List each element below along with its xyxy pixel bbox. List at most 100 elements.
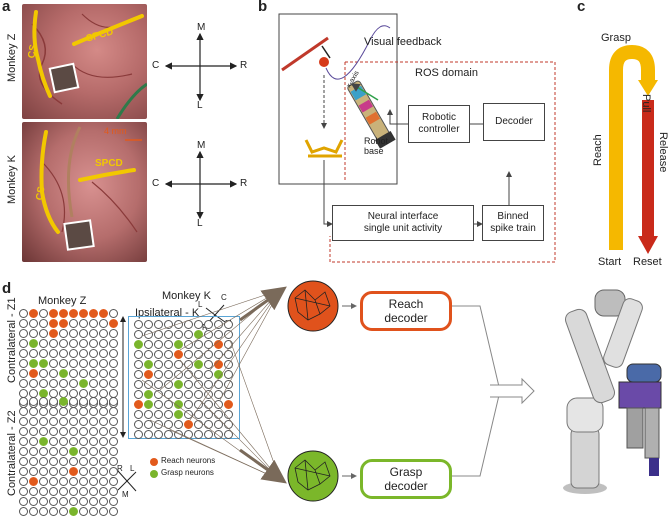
reach-neuron-electrode [58, 318, 68, 328]
electrode [18, 416, 28, 426]
electrode [38, 416, 48, 426]
reach-label-c: Reach [592, 134, 604, 166]
electrode [48, 348, 58, 358]
electrode [213, 329, 223, 339]
electrode [88, 426, 98, 436]
electrode [133, 429, 143, 439]
reach-neuron-electrode [213, 359, 223, 369]
electrode [193, 419, 203, 429]
electrode [98, 396, 108, 406]
electrode [68, 396, 78, 406]
electrode [38, 446, 48, 456]
electrode [98, 486, 108, 496]
electrode [153, 329, 163, 339]
electrode [173, 429, 183, 439]
electrode [108, 436, 118, 446]
compass-small-z [117, 470, 137, 492]
electrode [68, 358, 78, 368]
electrode [163, 329, 173, 339]
electrode [98, 358, 108, 368]
electrode [78, 486, 88, 496]
brain-photo-monkey-k-drawing [39, 126, 142, 251]
electrode [133, 359, 143, 369]
electrode [18, 446, 28, 456]
electrode [98, 318, 108, 328]
electrode [213, 349, 223, 359]
electrode [133, 369, 143, 379]
electrode [48, 486, 58, 496]
electrode-grid-z2 [18, 396, 118, 516]
reach-neuron-electrode [78, 308, 88, 318]
electrode [223, 379, 233, 389]
electrode [108, 328, 118, 338]
electrode [48, 476, 58, 486]
reach-neuron-electrode [183, 419, 193, 429]
electrode [183, 389, 193, 399]
electrode [58, 328, 68, 338]
panel-d-network [141, 280, 535, 502]
electrode [38, 496, 48, 506]
reach-neuron-electrode [173, 349, 183, 359]
compass-small-z-r: R [117, 464, 123, 473]
electrode [78, 406, 88, 416]
electrode [68, 436, 78, 446]
electrode [223, 359, 233, 369]
k-array-outline [128, 316, 240, 439]
electrode [153, 429, 163, 439]
electrode [183, 329, 193, 339]
electrode [18, 318, 28, 328]
monkey-k-label-a: Monkey K [6, 155, 18, 204]
electrode [213, 429, 223, 439]
electrode [193, 389, 203, 399]
electrode [38, 308, 48, 318]
electrode [28, 396, 38, 406]
electrode [18, 378, 28, 388]
compass-top-m: M [197, 22, 206, 33]
electrode [108, 378, 118, 388]
electrode [78, 436, 88, 446]
electrode [193, 429, 203, 439]
electrode [38, 378, 48, 388]
electrode [78, 476, 88, 486]
electrode [173, 419, 183, 429]
electrode [98, 476, 108, 486]
reset-label: Reset [633, 256, 662, 268]
electrode [108, 406, 118, 416]
electrode [183, 339, 193, 349]
grasp-neuron-electrode [143, 399, 153, 409]
pull-label: Pull [640, 94, 652, 113]
electrode [173, 389, 183, 399]
electrode [183, 399, 193, 409]
electrode [48, 426, 58, 436]
electrode [133, 319, 143, 329]
electrode [143, 409, 153, 419]
electrode [88, 456, 98, 466]
electrode [98, 328, 108, 338]
grasp-decoder-line2: decoder [384, 479, 428, 493]
electrode [193, 319, 203, 329]
electrode [28, 406, 38, 416]
robotic-controller-box: Robotic controller [408, 105, 470, 143]
electrode [98, 348, 108, 358]
electrode [193, 369, 203, 379]
electrode [78, 456, 88, 466]
electrode [48, 358, 58, 368]
electrode [18, 436, 28, 446]
electrode [88, 318, 98, 328]
electrode [133, 409, 143, 419]
electrode [108, 358, 118, 368]
robot-arm-illustration [563, 289, 662, 494]
reach-neuron-electrode [213, 339, 223, 349]
electrode [88, 446, 98, 456]
start-label: Start [598, 256, 622, 268]
electrode [48, 436, 58, 446]
grasp-neuron-electrode [68, 446, 78, 456]
electrode [108, 496, 118, 506]
electrode [163, 369, 173, 379]
electrode [88, 486, 98, 496]
electrode [28, 426, 38, 436]
panel-label-c: c [577, 0, 586, 15]
electrode [213, 399, 223, 409]
electrode [28, 436, 38, 446]
electrode [108, 338, 118, 348]
